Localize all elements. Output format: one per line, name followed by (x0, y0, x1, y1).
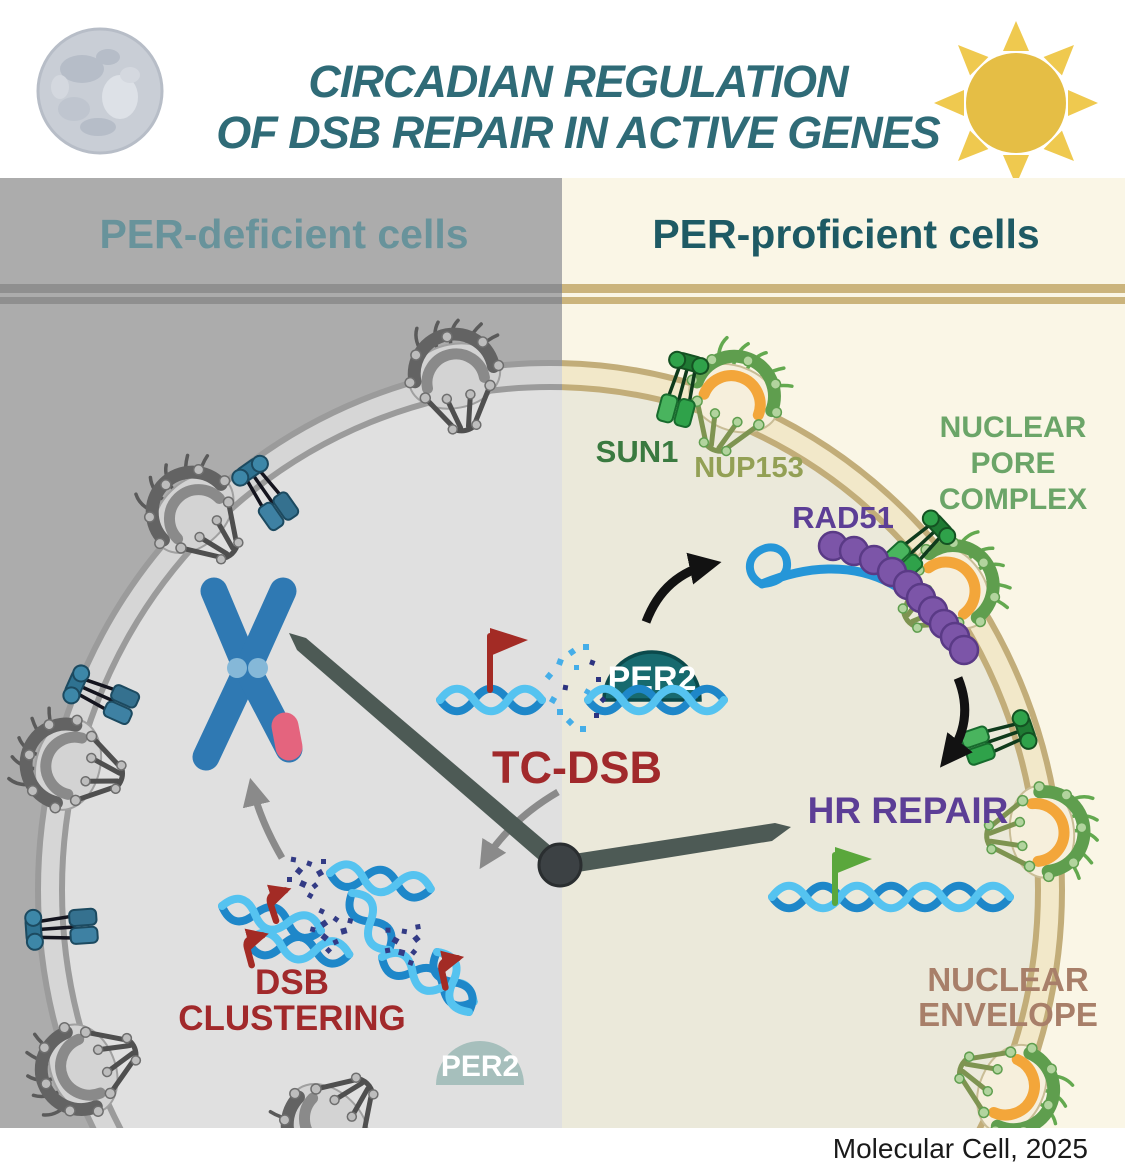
nuclear-envelope-label: NUCLEAR ENVELOPE (918, 961, 1098, 1033)
diagram-title: CIRCADIAN REGULATION OF DSB REPAIR IN AC… (216, 56, 942, 158)
panel-left-label: PER-deficient cells (99, 211, 468, 257)
svg-text:PORE: PORE (970, 447, 1055, 480)
dsb-clustering-label-line2: CLUSTERING (178, 999, 406, 1038)
repaired-dna (772, 847, 1010, 908)
rad51-label: RAD51 (792, 500, 894, 535)
title-line-1: CIRCADIAN REGULATION (308, 56, 850, 107)
moon-icon (36, 27, 164, 155)
clock-hands (289, 633, 791, 888)
rad51-filament (746, 530, 980, 666)
arrow-cluster-to-chromosome (242, 777, 286, 860)
svg-text:NUCLEAR: NUCLEAR (940, 411, 1087, 444)
promoter-flag-green (832, 847, 872, 906)
per2-faded-label: PER2 (441, 1050, 519, 1083)
svg-text:ENVELOPE: ENVELOPE (918, 996, 1098, 1033)
svg-text:NUCLEAR: NUCLEAR (927, 961, 1088, 998)
title-line-2: OF DSB REPAIR IN ACTIVE GENES (216, 107, 941, 158)
nup153-label: NUP153 (694, 452, 804, 484)
tc-dsb-label: TC-DSB (492, 742, 662, 793)
svg-text:COMPLEX: COMPLEX (939, 483, 1087, 516)
promoter-flag-red (487, 628, 528, 693)
sun1-label: SUN1 (596, 434, 679, 469)
divider-lines (0, 284, 1125, 304)
arrow-rad51-to-hr (939, 676, 973, 768)
hr-repair-label: HR REPAIR (808, 790, 1009, 831)
panel-right-label: PER-proficient cells (652, 211, 1039, 257)
chromosome-icon (192, 577, 303, 771)
sun-icon (934, 21, 1098, 185)
per2-faded-protein: PER2 (436, 1041, 524, 1085)
nuclear-envelope-right (562, 360, 1065, 1128)
tc-dsb-scene: PER2 (440, 628, 724, 732)
npc-label: NUCLEAR PORE COMPLEX (939, 411, 1087, 516)
nuclear-envelope-left (35, 360, 562, 1128)
journal-credit: Molecular Cell, 2025 (833, 1133, 1088, 1164)
clock-hub (537, 842, 583, 888)
dsb-clustering-label-line1: DSB (255, 963, 329, 1002)
arrow-per2-to-rad51 (641, 552, 722, 624)
